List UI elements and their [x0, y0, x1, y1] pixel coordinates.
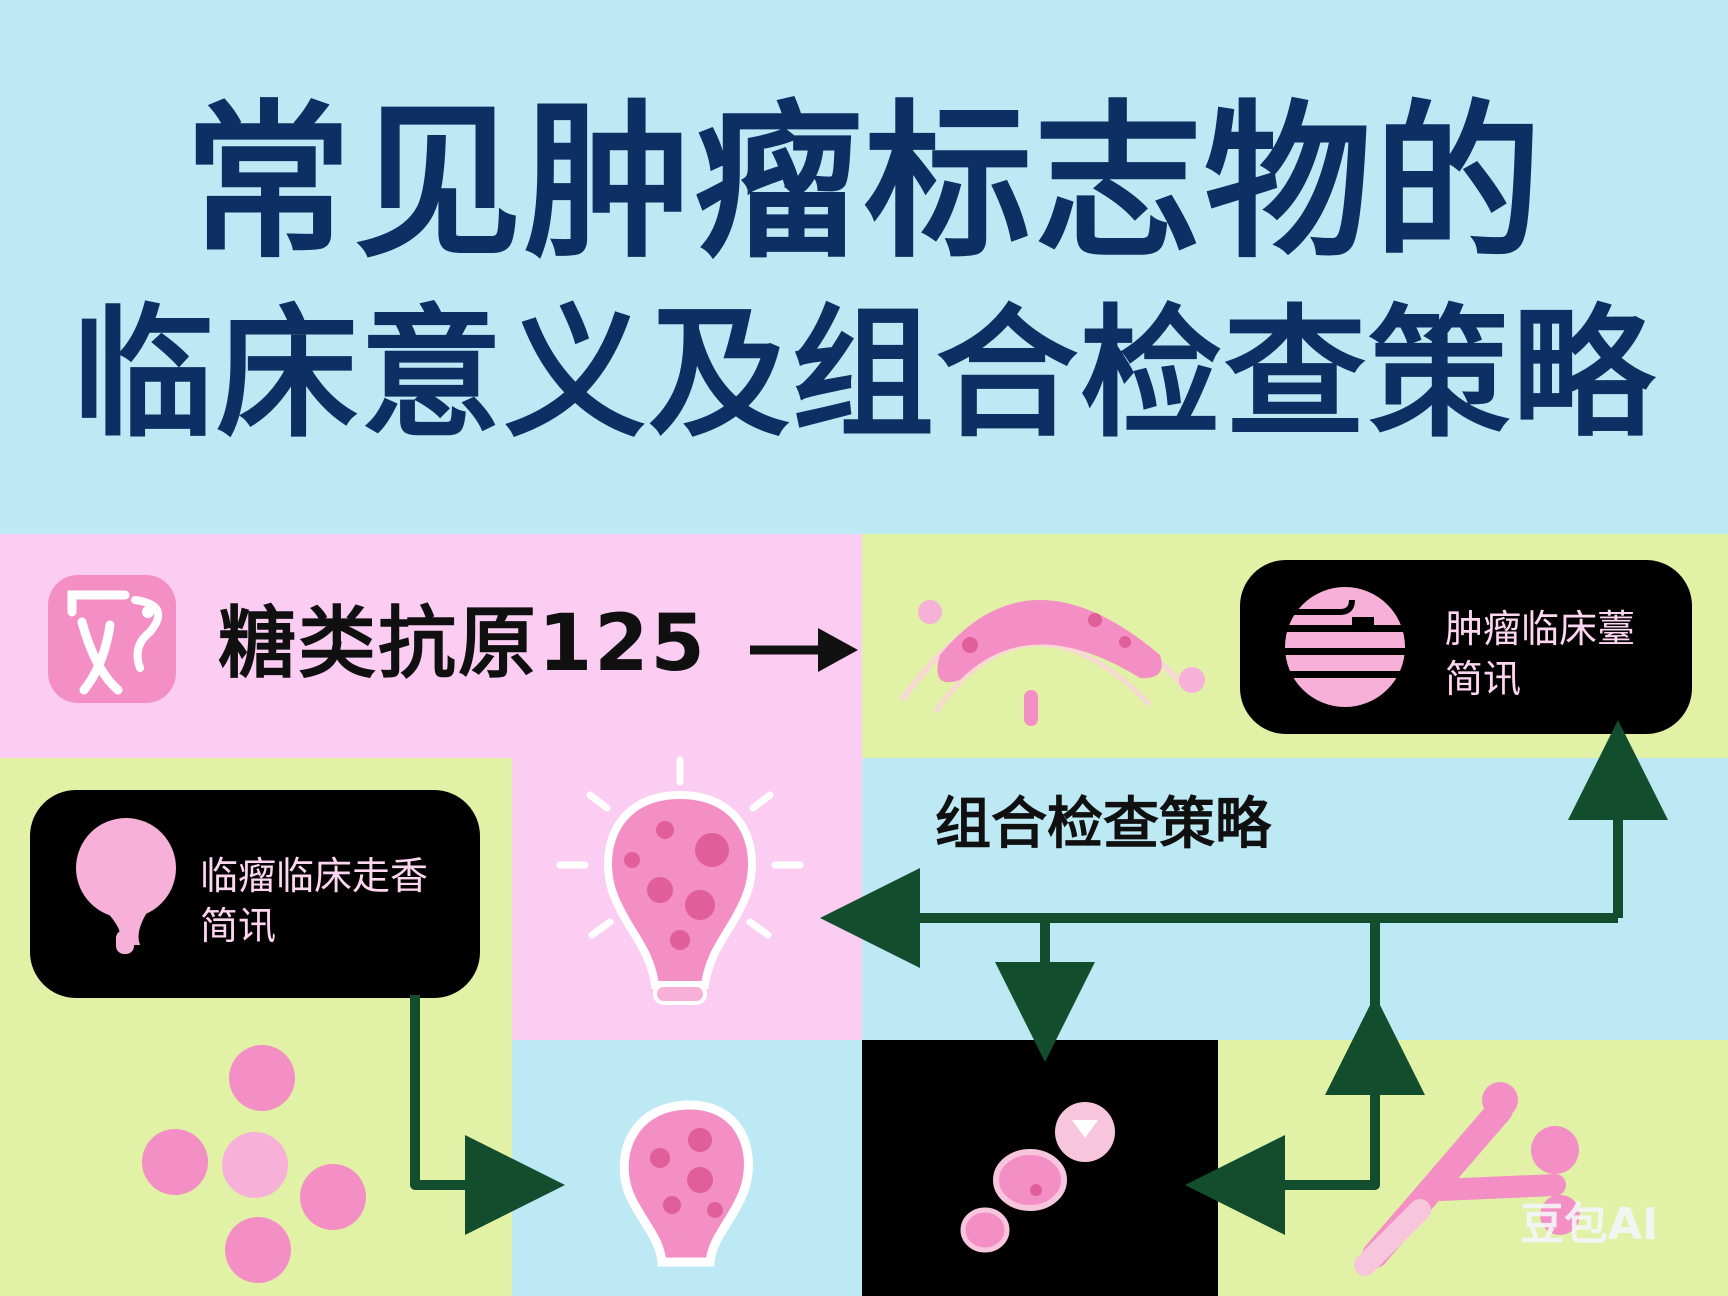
combo-strategy-label: 组合检查策略 — [935, 792, 1271, 857]
cell-cluster-icon — [142, 1045, 366, 1283]
bone-instrument-icon — [1354, 1082, 1580, 1276]
kidney-arch-icon — [899, 600, 1205, 726]
marker-label: 糖类抗原125 — [218, 599, 707, 689]
marker-app-icon — [48, 575, 176, 703]
connector-arrows — [410, 720, 1668, 1235]
striped-circle-icon — [1285, 587, 1405, 707]
news-card-top-line-2: 简讯 — [1445, 657, 1522, 701]
news-card-left-line-1: 临瘤临床走香 — [200, 854, 429, 898]
tile-green-bottom-right — [1218, 1040, 1728, 1296]
watermark: 豆包AI — [1520, 1199, 1659, 1250]
news-card-top-line-1: 肿瘤临床薹 — [1445, 607, 1636, 651]
marker-arrow-icon — [750, 628, 858, 672]
small-organ-icon — [619, 1100, 753, 1267]
bladder-icon — [76, 818, 176, 954]
news-card-left-line-2: 简讯 — [200, 904, 277, 948]
lightbulb-organ-icon — [556, 756, 804, 1005]
page-title-line-1: 常见肿瘤标志物的 — [184, 85, 1544, 281]
cells-icon — [960, 1102, 1115, 1253]
page-title-line-2: 临床意义及组合检查策略 — [72, 292, 1656, 457]
